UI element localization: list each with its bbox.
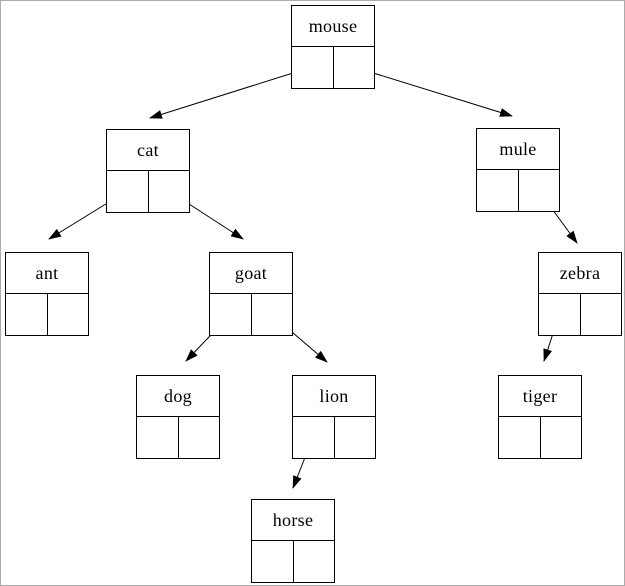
pointer-cells-mouse: [292, 47, 374, 88]
right-pointer-cell-ant: [48, 294, 89, 335]
node-label-lion: lion: [293, 376, 375, 417]
node-label-ant: ant: [6, 253, 88, 294]
pointer-cells-goat: [210, 294, 292, 335]
pointer-cells-mule: [477, 170, 559, 211]
node-goat: goat: [209, 252, 293, 336]
node-label-goat: goat: [210, 253, 292, 294]
pointer-cells-zebra: [539, 294, 621, 335]
left-pointer-cell-ant: [6, 294, 48, 335]
left-pointer-cell-lion: [293, 417, 335, 458]
node-label-zebra: zebra: [539, 253, 621, 294]
node-label-dog: dog: [137, 376, 219, 417]
pointer-cells-horse: [252, 541, 334, 582]
node-cat: cat: [106, 129, 190, 213]
pointer-cells-dog: [137, 417, 219, 458]
left-pointer-cell-zebra: [539, 294, 581, 335]
right-pointer-cell-goat: [252, 294, 293, 335]
left-pointer-cell-mouse: [292, 47, 334, 88]
pointer-cells-ant: [6, 294, 88, 335]
node-lion: lion: [292, 375, 376, 459]
right-pointer-cell-zebra: [581, 294, 622, 335]
edge-arrow-mouse-right-to-mule: [353, 66, 513, 117]
pointer-cells-tiger: [499, 417, 581, 458]
right-pointer-cell-horse: [294, 541, 335, 582]
node-label-mouse: mouse: [292, 6, 374, 47]
right-pointer-cell-dog: [179, 417, 220, 458]
left-pointer-cell-mule: [477, 170, 519, 211]
left-pointer-cell-tiger: [499, 417, 541, 458]
pointer-cells-lion: [293, 417, 375, 458]
pointer-cells-cat: [107, 171, 189, 212]
right-pointer-cell-tiger: [541, 417, 582, 458]
left-pointer-cell-dog: [137, 417, 179, 458]
node-ant: ant: [5, 252, 89, 336]
node-label-cat: cat: [107, 130, 189, 171]
node-horse: horse: [251, 499, 335, 583]
node-mouse: mouse: [291, 5, 375, 89]
node-zebra: zebra: [538, 252, 622, 336]
node-label-mule: mule: [477, 129, 559, 170]
right-pointer-cell-mule: [519, 170, 560, 211]
node-mule: mule: [476, 128, 560, 212]
node-tiger: tiger: [498, 375, 582, 459]
left-pointer-cell-cat: [107, 171, 149, 212]
right-pointer-cell-mouse: [334, 47, 375, 88]
node-label-tiger: tiger: [499, 376, 581, 417]
left-pointer-cell-horse: [252, 541, 294, 582]
edge-arrow-mouse-left-to-cat: [149, 66, 313, 119]
right-pointer-cell-cat: [149, 171, 190, 212]
right-pointer-cell-lion: [335, 417, 376, 458]
left-pointer-cell-goat: [210, 294, 252, 335]
node-label-horse: horse: [252, 500, 334, 541]
node-dog: dog: [136, 375, 220, 459]
